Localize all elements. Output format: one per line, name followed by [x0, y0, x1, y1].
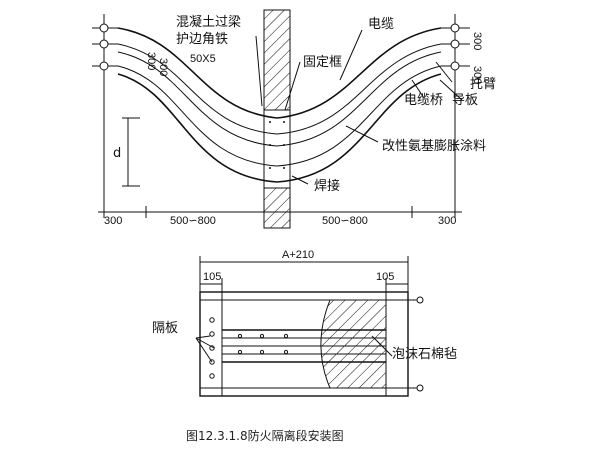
label-angle-size: 50X5 — [190, 53, 216, 65]
dim-right-105: 105 — [376, 271, 394, 283]
label-d: d — [113, 146, 121, 161]
partition-dots — [209, 317, 289, 379]
label-beam: 混凝土过梁 — [176, 14, 241, 30]
label-fixed-frame: 固定框 — [303, 55, 342, 70]
fixed-frame-box — [263, 109, 291, 189]
label-partition: 隔板 — [152, 321, 178, 336]
dim-right-300: 300 — [438, 215, 456, 227]
dim-vert-right-b: 300 — [471, 66, 483, 84]
label-cable-tray: 电缆桥 — [404, 92, 443, 108]
label-guide-plate: 导板 — [452, 93, 478, 108]
label-bracket: 托臂 — [470, 77, 496, 92]
concrete-beam — [263, 9, 291, 229]
left-bolts — [92, 14, 118, 212]
a-plus-dimension — [199, 256, 409, 292]
box-bolts — [408, 296, 424, 392]
right-bolts — [441, 14, 470, 212]
figure-caption: 图12.3.1.8防火隔离段安装图 — [186, 428, 344, 443]
dim-left-300: 300 — [104, 215, 122, 227]
dim-a-plus: A+210 — [282, 249, 314, 261]
cable-curves — [117, 27, 442, 183]
label-angle-iron: 护边角铁 — [176, 32, 228, 47]
partition-leaders — [195, 335, 393, 363]
dim-left-105: 105 — [203, 271, 221, 283]
dim-right-span: 500∽800 — [322, 215, 368, 227]
d-dimension — [122, 117, 140, 187]
label-foam: 泡沫石棉毡 — [392, 347, 457, 362]
dim-vert-right-a: 300 — [471, 32, 483, 50]
foam-region — [320, 299, 387, 389]
label-weld: 焊接 — [314, 178, 340, 194]
dim-left-span: 500∽800 — [170, 215, 216, 227]
span-dimension-line — [98, 206, 462, 218]
dim-vert-left-a: 300 — [145, 52, 157, 70]
label-cable: 电缆 — [368, 16, 394, 32]
label-coating: 改性氨基膨胀涂料 — [382, 138, 486, 154]
leader-lines — [255, 29, 463, 185]
dim-vert-left-b: 300 — [157, 58, 169, 76]
